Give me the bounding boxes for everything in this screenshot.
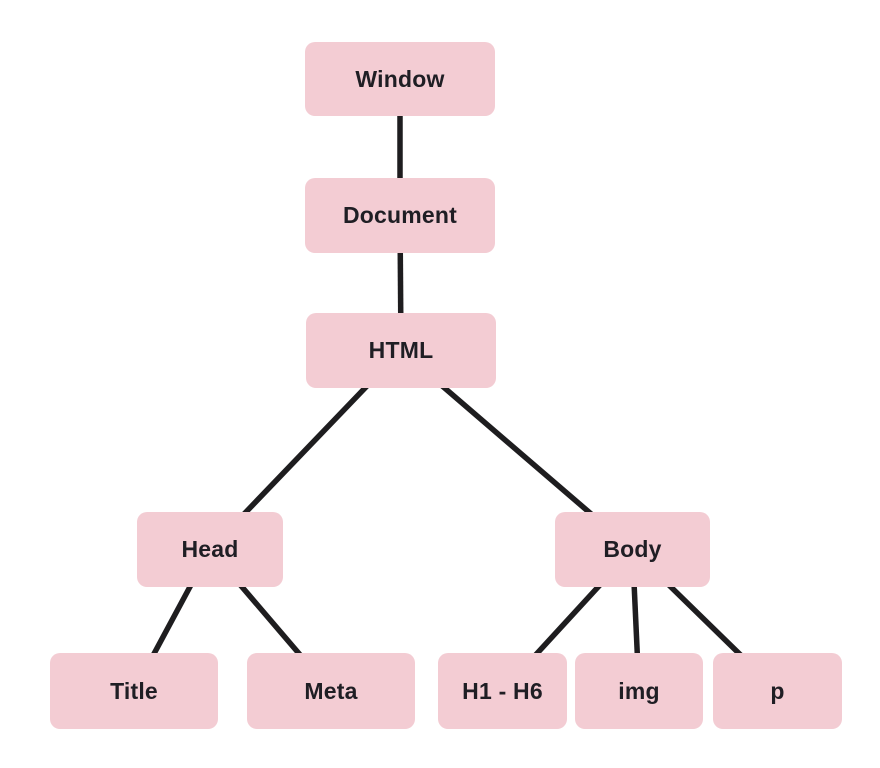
node-html: HTML [306,313,496,388]
node-meta: Meta [247,653,415,729]
node-head: Head [137,512,283,587]
node-document-label: Document [342,202,458,228]
node-meta-label: Meta [304,677,358,704]
node-window: Window [305,42,495,116]
node-html-label: HTML [368,337,434,363]
node-head-label: Head [181,536,239,562]
node-img: img [575,653,703,729]
node-h1-h6: H1 - H6 [438,653,567,729]
node-title: Title [50,653,218,729]
node-body: Body [555,512,710,587]
node-title-label: Title [110,677,158,704]
node-h1-h6-label: H1 - H6 [462,677,543,704]
node-body-label: Body [603,536,662,562]
node-p: p [713,653,842,729]
node-window-label: Window [355,65,445,92]
node-p-label: p [770,677,785,704]
node-img-label: img [618,677,660,704]
node-document: Document [305,178,495,253]
